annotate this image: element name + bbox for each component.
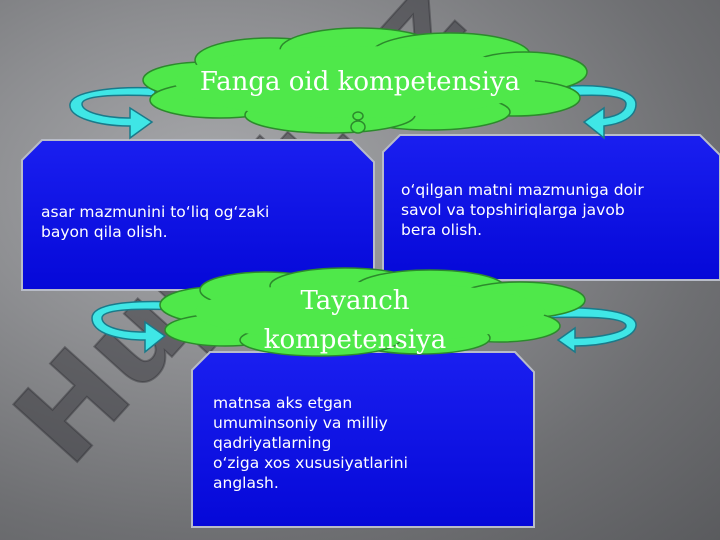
bottom-cloud [159,267,586,357]
top-cloud-title: Fanga oid kompetensiya [199,67,521,97]
bottom-right-arrow-icon [539,306,637,354]
top-left-arrow-icon [69,86,156,140]
bottom-cloud-title-line2: kompetensiya [263,325,447,355]
box-right-text: o‘qilgan matni mazmuniga doir savol va t… [401,181,644,239]
box-bottom [191,351,535,528]
box-left-text: asar mazmunini to‘liq og‘zaki bayon qila… [41,203,270,241]
bottom-cloud-title-line1: Tayanch [300,286,410,316]
bottom-left-arrow-icon [91,300,176,354]
bottom-cloud-title: Tayanch kompetensiya [215,282,495,360]
top-cloud [142,27,588,134]
box-right [382,134,720,281]
box-bottom-text: matnsa aks etgan umuminsoniy va milliy q… [213,394,408,492]
top-right-arrow-icon [569,84,637,140]
